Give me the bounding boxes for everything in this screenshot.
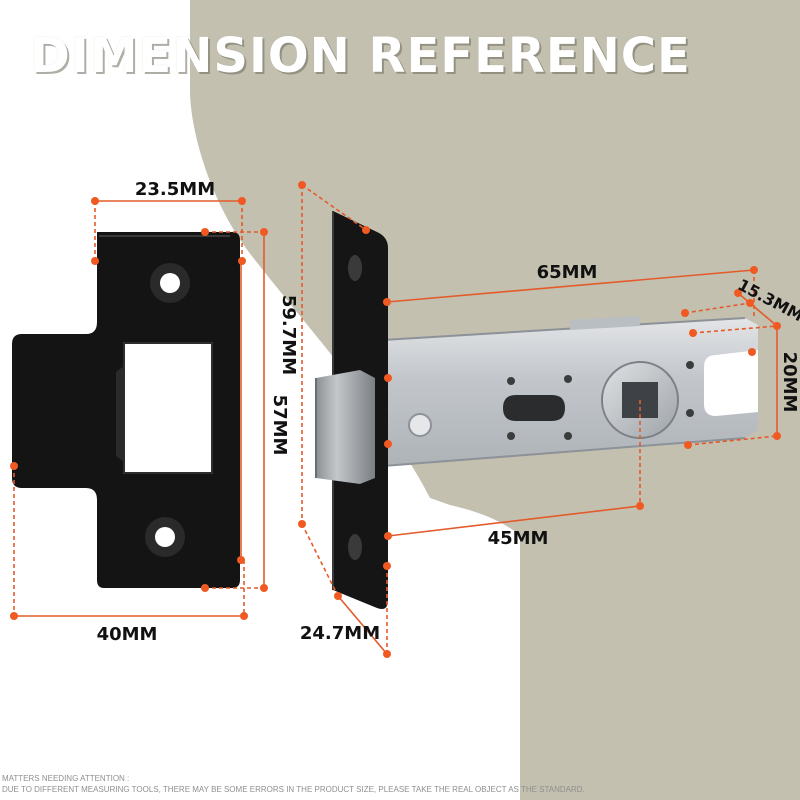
latch-bolt [315, 370, 375, 484]
dimension-label-strike-width-top: 23.5MM [135, 179, 215, 200]
attention-note-text: DUE TO DIFFERENT MEASURING TOOLS, THERE … [2, 785, 585, 794]
dimension-label-strike-width-bottom: 40MM [97, 624, 158, 645]
attention-note-heading: MATTERS NEEDING ATTENTION : [2, 774, 130, 783]
dimension-label-strike-height-outer: 59.7MM [278, 295, 299, 375]
dimension-dots [10, 181, 781, 658]
dimension-lines [13, 184, 778, 655]
attention-note: MATTERS NEEDING ATTENTION : DUE TO DIFFE… [0, 773, 800, 800]
page-title: DIMENSION REFERENCE [30, 28, 691, 84]
strike-plate [12, 232, 240, 588]
dimension-label-strike-height-inner: 57MM [269, 395, 290, 456]
dimension-label-faceplate-width: 24.7MM [300, 623, 380, 644]
dimension-label-latch-length: 65MM [537, 262, 598, 283]
dimension-label-latch-backset: 45MM [488, 528, 549, 549]
latch-body [382, 316, 758, 467]
dimension-label-latch-height: 20MM [779, 352, 800, 413]
